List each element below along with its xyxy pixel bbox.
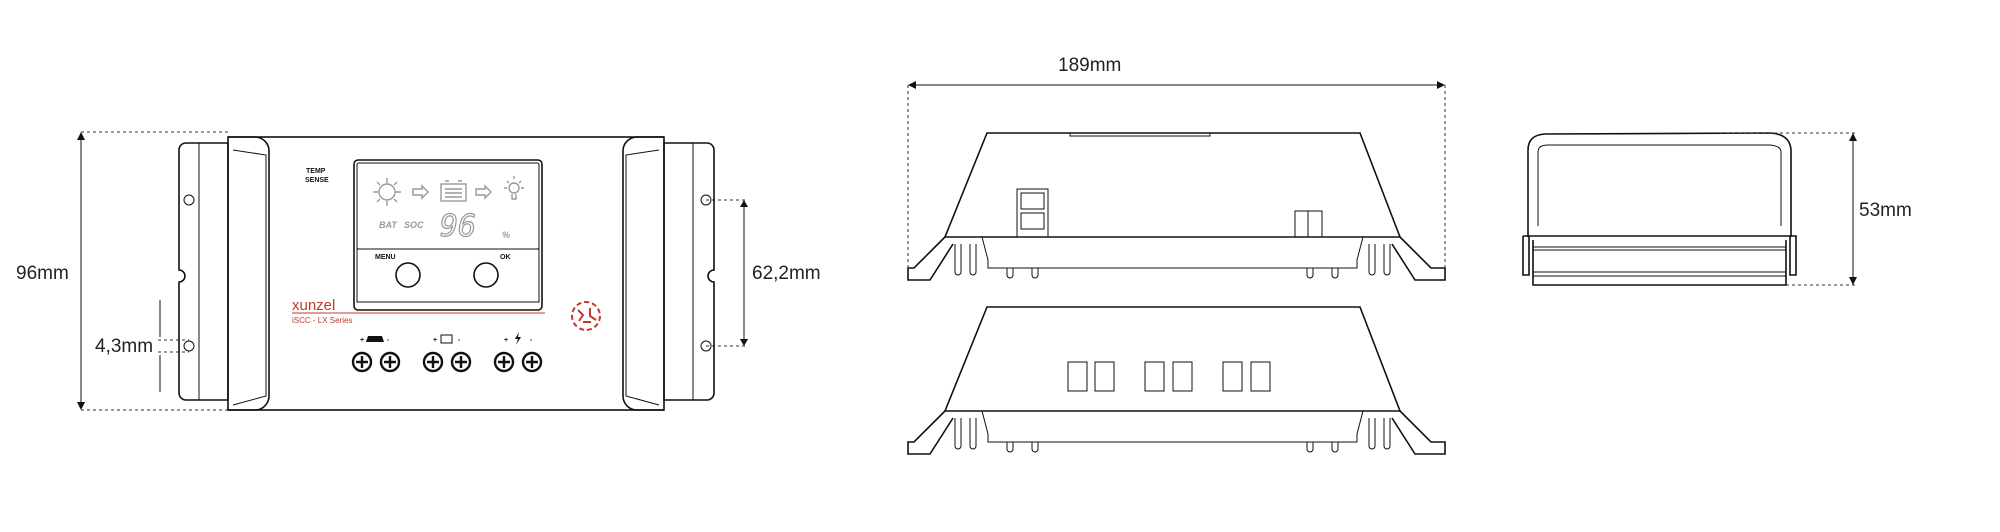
side-view-top: 189mm	[907, 55, 1446, 281]
terminal-openings	[1067, 361, 1271, 392]
polarity-minus: -	[387, 337, 390, 344]
mounting-hole	[183, 340, 195, 352]
polarity-plus: +	[360, 337, 364, 344]
lcd-display: BAT SOC 96 %	[353, 159, 543, 311]
polarity-minus: -	[530, 337, 533, 344]
ok-label: OK	[500, 254, 511, 261]
dimension-height: 96mm	[16, 131, 228, 411]
lightning-load-icon	[515, 332, 521, 345]
soc-value: 96	[440, 209, 476, 244]
temp-sense-label-2: SENSE	[305, 177, 329, 184]
right-grip	[622, 136, 664, 411]
series-label: iSCC - LX Series	[292, 316, 352, 325]
bat-label: BAT	[379, 220, 398, 230]
polarity-plus: +	[433, 337, 437, 344]
menu-button[interactable]	[395, 262, 421, 288]
hole-label: 4,3mm	[95, 336, 153, 357]
brand-logo: xunzel	[292, 297, 335, 314]
menu-label: MENU	[375, 254, 396, 261]
battery-terminal-icon	[440, 334, 453, 344]
length-label: 189mm	[1058, 55, 1121, 76]
soc-label: SOC	[404, 220, 424, 230]
controller-body	[227, 136, 665, 411]
bulb-icon	[504, 176, 524, 200]
usb-ports	[1016, 188, 1049, 238]
ok-button[interactable]	[473, 262, 499, 288]
dimension-hole: 4,3mm	[95, 300, 189, 392]
left-mounting-bracket	[178, 142, 229, 401]
mounting-hole	[700, 194, 712, 206]
arrow-right-icon	[412, 184, 429, 200]
mounting-hole	[700, 340, 712, 352]
right-mounting-bracket	[663, 142, 715, 401]
height-label: 96mm	[16, 263, 69, 284]
side-view-bottom	[907, 306, 1446, 455]
dimension-length: 189mm	[907, 55, 1446, 270]
sun-icon	[373, 178, 401, 206]
temp-sensor-connector	[1294, 210, 1323, 238]
dimension-hole-spacing: 62,2mm	[706, 199, 821, 347]
arrow-right-icon	[475, 184, 492, 200]
terminal-screws	[351, 351, 543, 373]
battery-icon	[440, 180, 467, 202]
spacing-label: 62,2mm	[752, 263, 821, 284]
solar-panel-icon	[366, 336, 384, 342]
end-view: 53mm	[1522, 132, 1912, 286]
dimension-depth: 53mm	[1720, 132, 1912, 286]
brand-emblem-icon	[571, 301, 601, 331]
polarity-minus: -	[458, 337, 461, 344]
mounting-hole	[183, 194, 195, 206]
polarity-plus: +	[504, 337, 508, 344]
percent-label: %	[502, 230, 510, 240]
depth-label: 53mm	[1859, 200, 1912, 221]
temp-sense-label: TEMP	[306, 168, 326, 175]
front-view: 96mm 4,3mm 62,2mm	[16, 131, 821, 411]
left-grip	[228, 136, 270, 411]
